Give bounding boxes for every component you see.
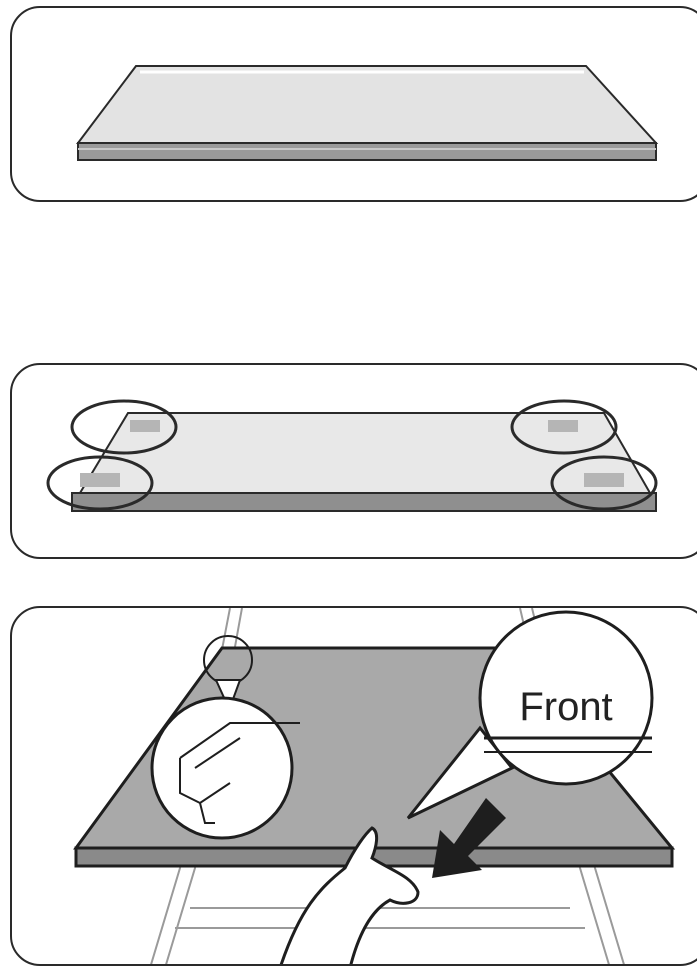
shelf-illustration <box>10 8 697 202</box>
installation-panel: Front <box>10 606 697 966</box>
shelf-corner-illustration <box>10 365 697 559</box>
shelf-view-panel <box>10 6 697 202</box>
installation-illustration: Front <box>10 608 697 966</box>
shelf-corners-panel <box>10 363 697 559</box>
front-label: Front <box>519 685 612 729</box>
